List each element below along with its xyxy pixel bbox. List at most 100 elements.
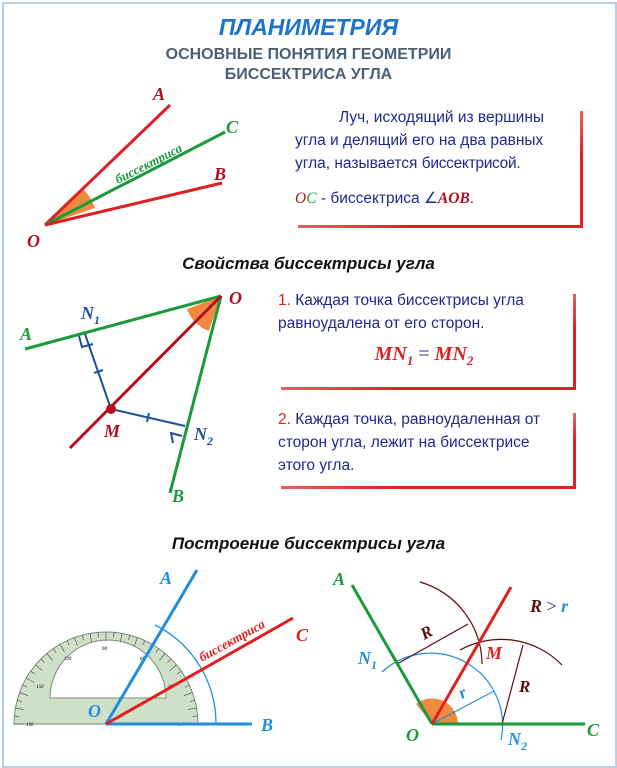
c: > [542,596,561,616]
construction-title: Построение биссектрисы угла [171,534,446,553]
protractor-tick [159,653,166,661]
ray-oa [43,103,172,227]
poster-subtitle: ОСНОВНЫЕ ПОНЯТИЯ ГЕОМЕТРИИ БИССЕКТРИСА УГ… [0,45,617,85]
protractor-tick [59,644,65,653]
label-c: C [226,117,239,137]
diagram-compass-construction: A C O M N1 N2 R R r R > r [332,569,600,753]
sub: 1 [94,313,100,327]
protractor-tick [177,670,182,675]
c: r [561,596,569,616]
label-m: M [485,643,503,663]
label-n1: N1 [357,648,377,672]
label-b: B [171,486,184,506]
ray-oa [24,294,222,351]
label-r: r [455,682,470,702]
subtitle-line: ОСНОВНЫЕ ПОНЯТИЯ ГЕОМЕТРИИ [165,46,452,63]
property-1-box: 1. Каждая точка биссектрисы угла равноуд… [278,289,576,390]
protractor-tick [17,699,23,702]
protractor-tick [187,707,197,710]
label-o: O [229,288,242,308]
label-a: A [159,568,172,588]
right-angle-mark [78,335,94,349]
definition-box: Луч, исходящий из вершины угла и делящий… [295,106,583,228]
bisector [430,586,513,725]
protractor-tick [46,653,53,661]
diagram-angle-bisector: A C B O биссектриса [27,84,239,251]
bisector-oc [105,616,294,726]
protractor-tick [155,648,160,653]
protractor-tick [81,635,84,641]
ray-ob [44,181,223,227]
label-o: O [406,725,419,745]
diagram-protractor: 1801501209060300 A C B O биссектриса [13,568,309,735]
ray-oa [350,584,434,725]
arc-R-from-n2 [459,638,563,666]
protractor-tick [26,677,35,683]
label-c: C [296,625,309,645]
protractor-tick [128,635,131,641]
bisector-label: биссектриса [113,140,185,187]
n: N [80,303,95,323]
sub: 1 [371,658,377,672]
bisector-label: биссектриса [196,616,268,665]
tick-mark [146,412,150,423]
ray-ob [168,295,223,494]
poster-title: ПЛАНИМЕТРИЯ [218,14,399,40]
protractor-tick [183,692,193,696]
label-a: A [332,569,345,589]
protractor-tick [15,707,25,710]
box-shadow [281,294,576,390]
label-n1: N1 [80,303,100,327]
protractor-tick-label: 180 [26,723,34,728]
protractor-tick [35,664,43,671]
ray-oa [104,569,199,725]
label-a: A [152,84,165,104]
radius-R2 [501,644,524,725]
label-b: B [260,715,273,735]
label-R: R [416,621,436,644]
sub: 2 [520,739,527,753]
protractor-tick [142,640,146,646]
label-m: M [103,421,121,441]
protractor-tick [40,658,45,663]
properties-title: Свойства биссектрисы угла [182,254,435,273]
protractor-tick [22,684,28,688]
protractor-cutout [49,639,167,699]
protractor-tick [89,633,92,643]
label-c: C [587,720,600,740]
label-R: R [518,677,530,696]
protractor-tick [120,633,123,643]
protractor-tick [52,648,57,653]
label-b: B [213,164,226,184]
protractor-tick-label: 150 [36,685,44,690]
radius-R1 [396,623,469,665]
angle-sector [45,189,95,225]
label-o: O [88,701,101,721]
radius-r [431,690,495,725]
sub: 2 [206,434,213,448]
ray-oc [44,130,226,227]
c: R [529,596,542,616]
angle-sector [416,698,458,724]
arc-R-from-n1 [419,581,483,665]
point-m [106,404,116,414]
box-shadow [281,413,576,489]
n: N [357,648,372,668]
protractor-tick [184,684,190,688]
label-n2: N2 [193,424,213,448]
tick-mark [93,369,104,374]
protractor-tick [167,658,172,663]
condition: R > r [529,596,569,616]
label-a: A [19,324,32,344]
right-angle-mark [169,431,183,444]
subtitle-line: БИССЕКТРИСА УГЛА [224,66,393,83]
protractor-tick [134,637,138,647]
protractor-tick [66,640,70,646]
n: N [193,424,208,444]
protractor-tick [189,699,195,702]
protractor-tick [19,692,29,696]
angle-arc [154,624,217,725]
n: N [507,729,522,749]
